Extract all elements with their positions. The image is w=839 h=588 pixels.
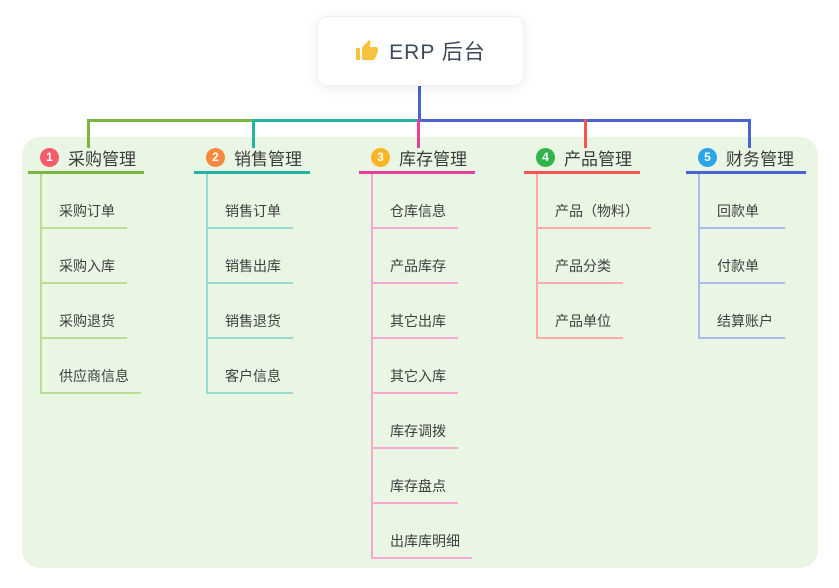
child-label: 付款单 [717, 258, 759, 274]
connector-drop-product [584, 119, 587, 148]
child-label: 销售出库 [225, 258, 281, 274]
child-label: 产品库存 [390, 258, 446, 274]
connector-drop-sales [252, 119, 255, 148]
branch-title-product[interactable]: 4 产品管理 [524, 144, 640, 174]
branch-title-sales[interactable]: 2 销售管理 [194, 144, 310, 174]
child-node[interactable]: 付款单 [700, 229, 785, 284]
child-node[interactable]: 供应商信息 [42, 339, 141, 394]
branch-number-badge: 2 [206, 148, 225, 167]
child-node[interactable]: 销售出库 [208, 229, 293, 284]
child-label: 采购入库 [59, 258, 115, 274]
child-label: 产品（物料） [555, 203, 639, 219]
root-label: ERP 后台 [389, 41, 486, 64]
branch-title-label: 库存管理 [399, 150, 467, 169]
child-label: 销售退货 [225, 313, 281, 329]
child-label: 仓库信息 [390, 203, 446, 219]
thumbs-up-icon [355, 39, 379, 63]
child-label: 回款单 [717, 203, 759, 219]
branch-product: 4 产品管理 产品（物料） 产品分类 产品单位 [524, 144, 651, 339]
branch-finance: 5 财务管理 回款单 付款单 结算账户 [686, 144, 806, 339]
child-node[interactable]: 销售退货 [208, 284, 293, 339]
branches-panel [22, 137, 818, 568]
bus-segment-green [87, 119, 253, 122]
child-node[interactable]: 产品库存 [373, 229, 458, 284]
child-label: 库存盘点 [390, 478, 446, 494]
connector-drop-purchase [87, 119, 90, 148]
child-label: 结算账户 [717, 313, 773, 329]
child-label: 出库库明细 [390, 533, 460, 549]
bus-segment-teal [252, 119, 420, 122]
child-node[interactable]: 回款单 [700, 174, 785, 229]
child-label: 采购订单 [59, 203, 115, 219]
branch-title-finance[interactable]: 5 财务管理 [686, 144, 806, 174]
child-label: 其它出库 [390, 313, 446, 329]
branch-title-label: 财务管理 [726, 150, 794, 169]
child-node[interactable]: 采购退货 [42, 284, 127, 339]
child-node[interactable]: 产品（物料） [538, 174, 651, 229]
child-label: 其它入库 [390, 368, 446, 384]
child-node[interactable]: 其它出库 [373, 284, 458, 339]
branch-title-label: 采购管理 [68, 150, 136, 169]
branch-title-inventory[interactable]: 3 库存管理 [359, 144, 475, 174]
child-node[interactable]: 产品单位 [538, 284, 623, 339]
branch-children-inventory: 仓库信息 产品库存 其它出库 其它入库 库存调拨 库存盘点 出库库明细 [371, 174, 472, 559]
branch-children-sales: 销售订单 销售出库 销售退货 客户信息 [206, 174, 293, 394]
branch-children-product: 产品（物料） 产品分类 产品单位 [536, 174, 651, 339]
child-label: 产品分类 [555, 258, 611, 274]
connector-drop-inventory [417, 119, 420, 148]
child-label: 客户信息 [225, 368, 281, 384]
branch-purchase: 1 采购管理 采购订单 采购入库 采购退货 供应商信息 [28, 144, 144, 394]
branch-children-finance: 回款单 付款单 结算账户 [698, 174, 785, 339]
child-node[interactable]: 采购入库 [42, 229, 127, 284]
child-node[interactable]: 仓库信息 [373, 174, 458, 229]
child-label: 库存调拨 [390, 423, 446, 439]
child-node[interactable]: 销售订单 [208, 174, 293, 229]
branch-title-purchase[interactable]: 1 采购管理 [28, 144, 144, 174]
child-node[interactable]: 采购订单 [42, 174, 127, 229]
branch-number-badge: 1 [40, 148, 59, 167]
child-node[interactable]: 其它入库 [373, 339, 458, 394]
branch-number-badge: 3 [371, 148, 390, 167]
branch-sales: 2 销售管理 销售订单 销售出库 销售退货 客户信息 [194, 144, 310, 394]
branch-number-badge: 4 [536, 148, 555, 167]
root-node[interactable]: ERP 后台 [317, 16, 524, 86]
child-label: 采购退货 [59, 313, 115, 329]
branch-inventory: 3 库存管理 仓库信息 产品库存 其它出库 其它入库 库存调拨 库存盘点 出库库… [359, 144, 475, 559]
branch-children-purchase: 采购订单 采购入库 采购退货 供应商信息 [40, 174, 141, 394]
child-node[interactable]: 结算账户 [700, 284, 785, 339]
child-node[interactable]: 库存盘点 [373, 449, 458, 504]
branch-title-label: 产品管理 [564, 150, 632, 169]
connector-drop-finance [748, 119, 751, 148]
branch-number-badge: 5 [698, 148, 717, 167]
child-node[interactable]: 出库库明细 [373, 504, 472, 559]
child-label: 产品单位 [555, 313, 611, 329]
child-label: 供应商信息 [59, 368, 129, 384]
child-node[interactable]: 库存调拨 [373, 394, 458, 449]
root-stem-connector [418, 83, 421, 121]
child-node[interactable]: 产品分类 [538, 229, 623, 284]
branch-title-label: 销售管理 [234, 150, 302, 169]
child-label: 销售订单 [225, 203, 281, 219]
child-node[interactable]: 客户信息 [208, 339, 293, 394]
